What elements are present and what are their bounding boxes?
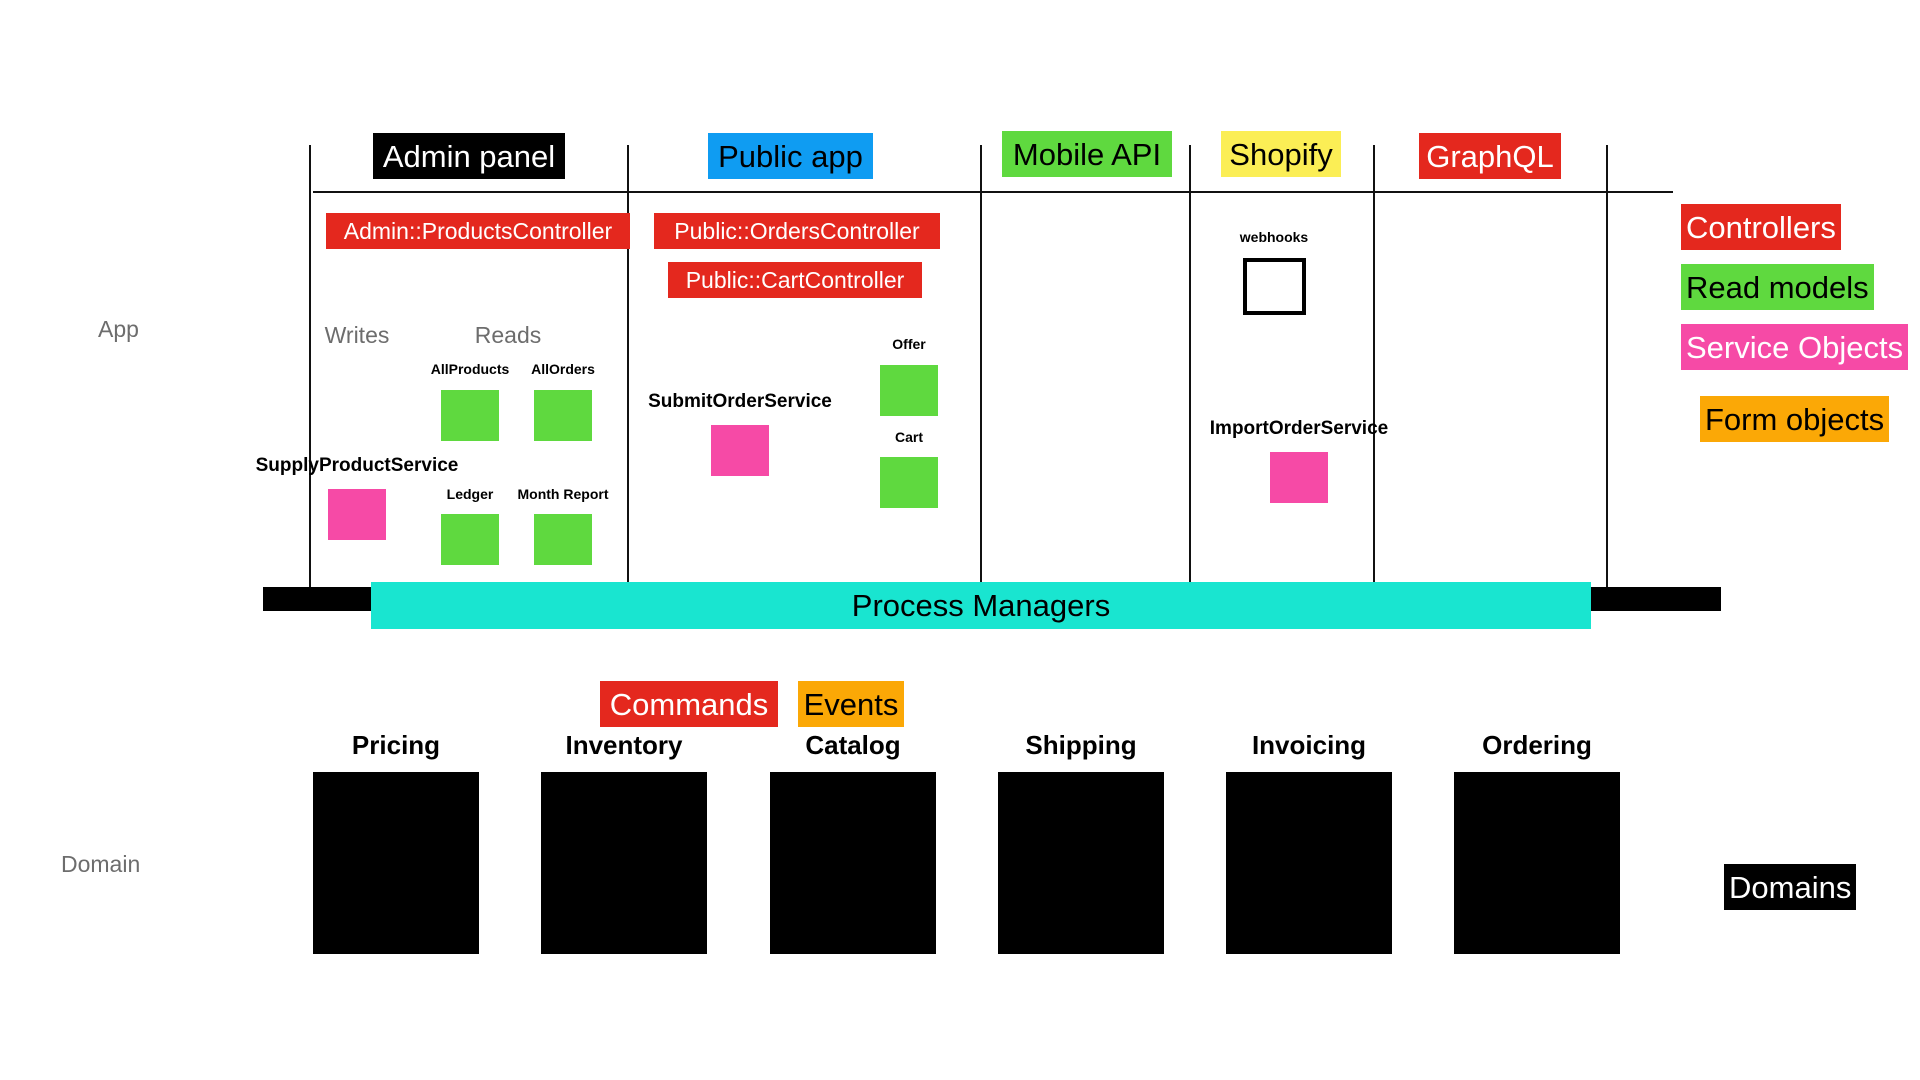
domain-label-pricing: Pricing	[351, 730, 441, 760]
column-divider-6	[1606, 145, 1608, 587]
public-orders-controller: Public::OrdersController	[654, 213, 940, 249]
legend-service-objects: Service Objects	[1681, 324, 1909, 370]
shopify-header: Shopify	[1221, 131, 1341, 177]
admin-products-controller: Admin::ProductsController	[326, 213, 630, 249]
legend-read-models: Read models	[1681, 264, 1874, 310]
mobile-api-header: Mobile API	[1002, 131, 1172, 177]
month-report-label: Month Report	[517, 486, 609, 502]
writes-label: Writes	[324, 322, 390, 348]
offer-label: Offer	[892, 336, 926, 352]
app-section-label: App	[98, 316, 139, 342]
domain-box-catalog	[770, 772, 936, 954]
reads-label: Reads	[474, 322, 542, 348]
webhooks-form-object	[1243, 258, 1306, 315]
domain-box-shipping	[998, 772, 1164, 954]
import-order-service-object	[1270, 452, 1328, 503]
domain-box-invoicing	[1226, 772, 1392, 954]
public-app-header: Public app	[708, 133, 873, 179]
events-tag: Events	[798, 681, 904, 727]
all-orders-read-model	[534, 390, 592, 441]
all-products-read-model	[441, 390, 499, 441]
legend-controllers: Controllers	[1681, 204, 1841, 250]
column-divider-2	[627, 145, 629, 587]
cart-read-model	[880, 457, 938, 508]
submit-order-service-object	[711, 425, 769, 476]
import-order-service-label: ImportOrderService	[1209, 418, 1389, 439]
header-divider-line	[313, 191, 1673, 193]
process-managers-bar: Process Managers	[371, 582, 1591, 629]
webhooks-label: webhooks	[1239, 229, 1309, 245]
all-orders-label: AllOrders	[531, 361, 595, 377]
domain-box-pricing	[313, 772, 479, 954]
ledger-read-model	[441, 514, 499, 565]
all-products-label: AllProducts	[430, 361, 510, 377]
domain-label-shipping: Shipping	[1025, 730, 1137, 760]
submit-order-service-label: SubmitOrderService	[648, 391, 832, 412]
supply-product-service-label: SupplyProductService	[255, 455, 459, 476]
ledger-label: Ledger	[446, 486, 494, 502]
column-divider-5	[1373, 145, 1375, 587]
domain-box-ordering	[1454, 772, 1620, 954]
domain-label-ordering: Ordering	[1482, 730, 1592, 760]
domain-label-invoicing: Invoicing	[1251, 730, 1367, 760]
public-cart-controller: Public::CartController	[668, 262, 922, 298]
admin-panel-header: Admin panel	[373, 133, 565, 179]
domain-section-label: Domain	[61, 851, 141, 877]
commands-tag: Commands	[600, 681, 778, 727]
domain-box-inventory	[541, 772, 707, 954]
cart-label: Cart	[894, 429, 924, 445]
month-report-read-model	[534, 514, 592, 565]
domain-label-inventory: Inventory	[565, 730, 683, 760]
domain-label-catalog: Catalog	[805, 730, 901, 760]
column-divider-1	[309, 145, 311, 587]
supply-product-service-object	[328, 489, 386, 540]
legend-domains: Domains	[1724, 864, 1857, 910]
offer-read-model	[880, 365, 938, 416]
graphql-header: GraphQL	[1419, 133, 1561, 179]
column-divider-3	[980, 145, 982, 587]
legend-form-objects: Form objects	[1700, 396, 1890, 442]
column-divider-4	[1189, 145, 1191, 587]
